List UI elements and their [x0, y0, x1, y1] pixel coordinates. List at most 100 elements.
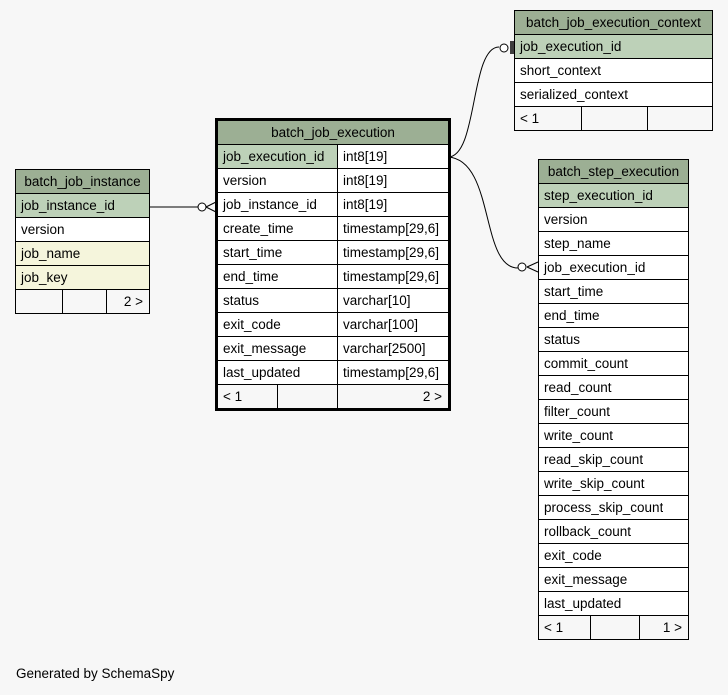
edge-job-execution-to-step-execution: [447, 156, 519, 269]
column-type: timestamp[29,6]: [337, 361, 448, 384]
column-name: exit_code: [223, 317, 281, 332]
table-row[interactable]: start_time: [539, 279, 688, 303]
edge-job-execution-to-context: [447, 46, 500, 158]
column-name: version: [544, 212, 588, 227]
children-count[interactable]: 1 >: [639, 616, 688, 639]
table-row[interactable]: job_execution_id: [515, 34, 712, 58]
column-name: version: [223, 173, 267, 188]
table-row[interactable]: version int8[19]: [218, 168, 448, 192]
column-name: end_time: [544, 308, 600, 323]
table-name: batch_job_instance: [24, 174, 141, 189]
column-type: timestamp[29,6]: [337, 217, 448, 240]
column-name: filter_count: [544, 404, 611, 419]
zero-optional-marker: [499, 43, 509, 53]
table-header[interactable]: batch_job_execution_context: [515, 11, 712, 34]
column-name: exit_code: [544, 548, 602, 563]
one-marker: [510, 41, 514, 54]
table-header[interactable]: batch_job_execution: [218, 121, 448, 144]
table-row[interactable]: filter_count: [539, 399, 688, 423]
table-row[interactable]: exit_code: [539, 543, 688, 567]
table-row[interactable]: step_name: [539, 231, 688, 255]
children-count[interactable]: 2 >: [337, 385, 448, 408]
table-row[interactable]: job_instance_id: [16, 193, 149, 217]
column-name: last_updated: [544, 596, 622, 611]
table-row[interactable]: commit_count: [539, 351, 688, 375]
table-row[interactable]: read_count: [539, 375, 688, 399]
table-row[interactable]: end_time timestamp[29,6]: [218, 264, 448, 288]
table-row[interactable]: read_skip_count: [539, 447, 688, 471]
parents-count[interactable]: < 1: [223, 389, 243, 404]
table-row[interactable]: last_updated timestamp[29,6]: [218, 360, 448, 384]
footer-spacer: [581, 107, 647, 130]
table-row[interactable]: write_count: [539, 423, 688, 447]
column-name: job_name: [21, 246, 81, 261]
column-name: rollback_count: [544, 524, 632, 539]
table-row[interactable]: exit_message: [539, 567, 688, 591]
generated-by-credit: Generated by SchemaSpy: [16, 666, 175, 681]
table-row[interactable]: last_updated: [539, 591, 688, 615]
column-type: varchar[100]: [337, 313, 448, 336]
table-row[interactable]: write_skip_count: [539, 471, 688, 495]
column-name: last_updated: [223, 365, 301, 380]
table-footer: 2 >: [16, 289, 149, 313]
column-name: job_execution_id: [520, 39, 622, 54]
column-name: status: [223, 293, 260, 308]
table-row[interactable]: version: [539, 207, 688, 231]
column-name: status: [544, 332, 581, 347]
column-type: timestamp[29,6]: [337, 265, 448, 288]
column-name: step_execution_id: [544, 188, 653, 203]
table-row[interactable]: serialized_context: [515, 82, 712, 106]
table-row[interactable]: process_skip_count: [539, 495, 688, 519]
column-name: exit_message: [544, 572, 628, 587]
table-batch-step-execution[interactable]: batch_step_execution step_execution_id v…: [538, 159, 689, 640]
table-batch-job-execution-context[interactable]: batch_job_execution_context job_executio…: [514, 10, 713, 131]
table-row[interactable]: version: [16, 217, 149, 241]
table-footer: < 1 2 >: [218, 384, 448, 408]
table-row[interactable]: status: [539, 327, 688, 351]
table-row[interactable]: status varchar[10]: [218, 288, 448, 312]
table-row[interactable]: exit_code varchar[100]: [218, 312, 448, 336]
column-name: version: [21, 222, 65, 237]
crowfoot-marker: [205, 201, 217, 213]
column-name: job_instance_id: [21, 198, 115, 213]
table-row[interactable]: step_execution_id: [539, 183, 688, 207]
children-count[interactable]: 2 >: [106, 290, 149, 313]
footer-spacer: [277, 385, 337, 408]
column-type: int8[19]: [337, 145, 448, 168]
table-footer: < 1 1 >: [539, 615, 688, 639]
column-name: end_time: [223, 269, 279, 284]
table-row[interactable]: end_time: [539, 303, 688, 327]
table-header[interactable]: batch_job_instance: [16, 170, 149, 193]
table-row[interactable]: job_execution_id: [539, 255, 688, 279]
column-type: varchar[10]: [337, 289, 448, 312]
column-name: start_time: [223, 245, 283, 260]
parents-count[interactable]: < 1: [520, 111, 540, 126]
column-name: job_execution_id: [218, 145, 337, 168]
children-count: [647, 107, 712, 130]
parents-count[interactable]: < 1: [544, 620, 564, 635]
zero-optional-marker: [197, 202, 207, 212]
table-batch-job-instance[interactable]: batch_job_instance job_instance_id versi…: [15, 169, 150, 314]
column-name: job_execution_id: [544, 260, 646, 275]
table-name: batch_job_execution: [271, 125, 395, 140]
footer-spacer: [590, 616, 639, 639]
column-name: job_key: [21, 270, 68, 285]
table-header[interactable]: batch_step_execution: [539, 160, 688, 183]
crowfoot-marker: [526, 261, 539, 273]
column-type: int8[19]: [337, 169, 448, 192]
column-name: read_count: [544, 380, 612, 395]
column-name: start_time: [544, 284, 604, 299]
table-row[interactable]: job_name: [16, 241, 149, 265]
table-row[interactable]: short_context: [515, 58, 712, 82]
table-name: batch_step_execution: [547, 164, 680, 179]
table-row[interactable]: job_key: [16, 265, 149, 289]
table-row[interactable]: rollback_count: [539, 519, 688, 543]
parents-count: [16, 290, 62, 313]
